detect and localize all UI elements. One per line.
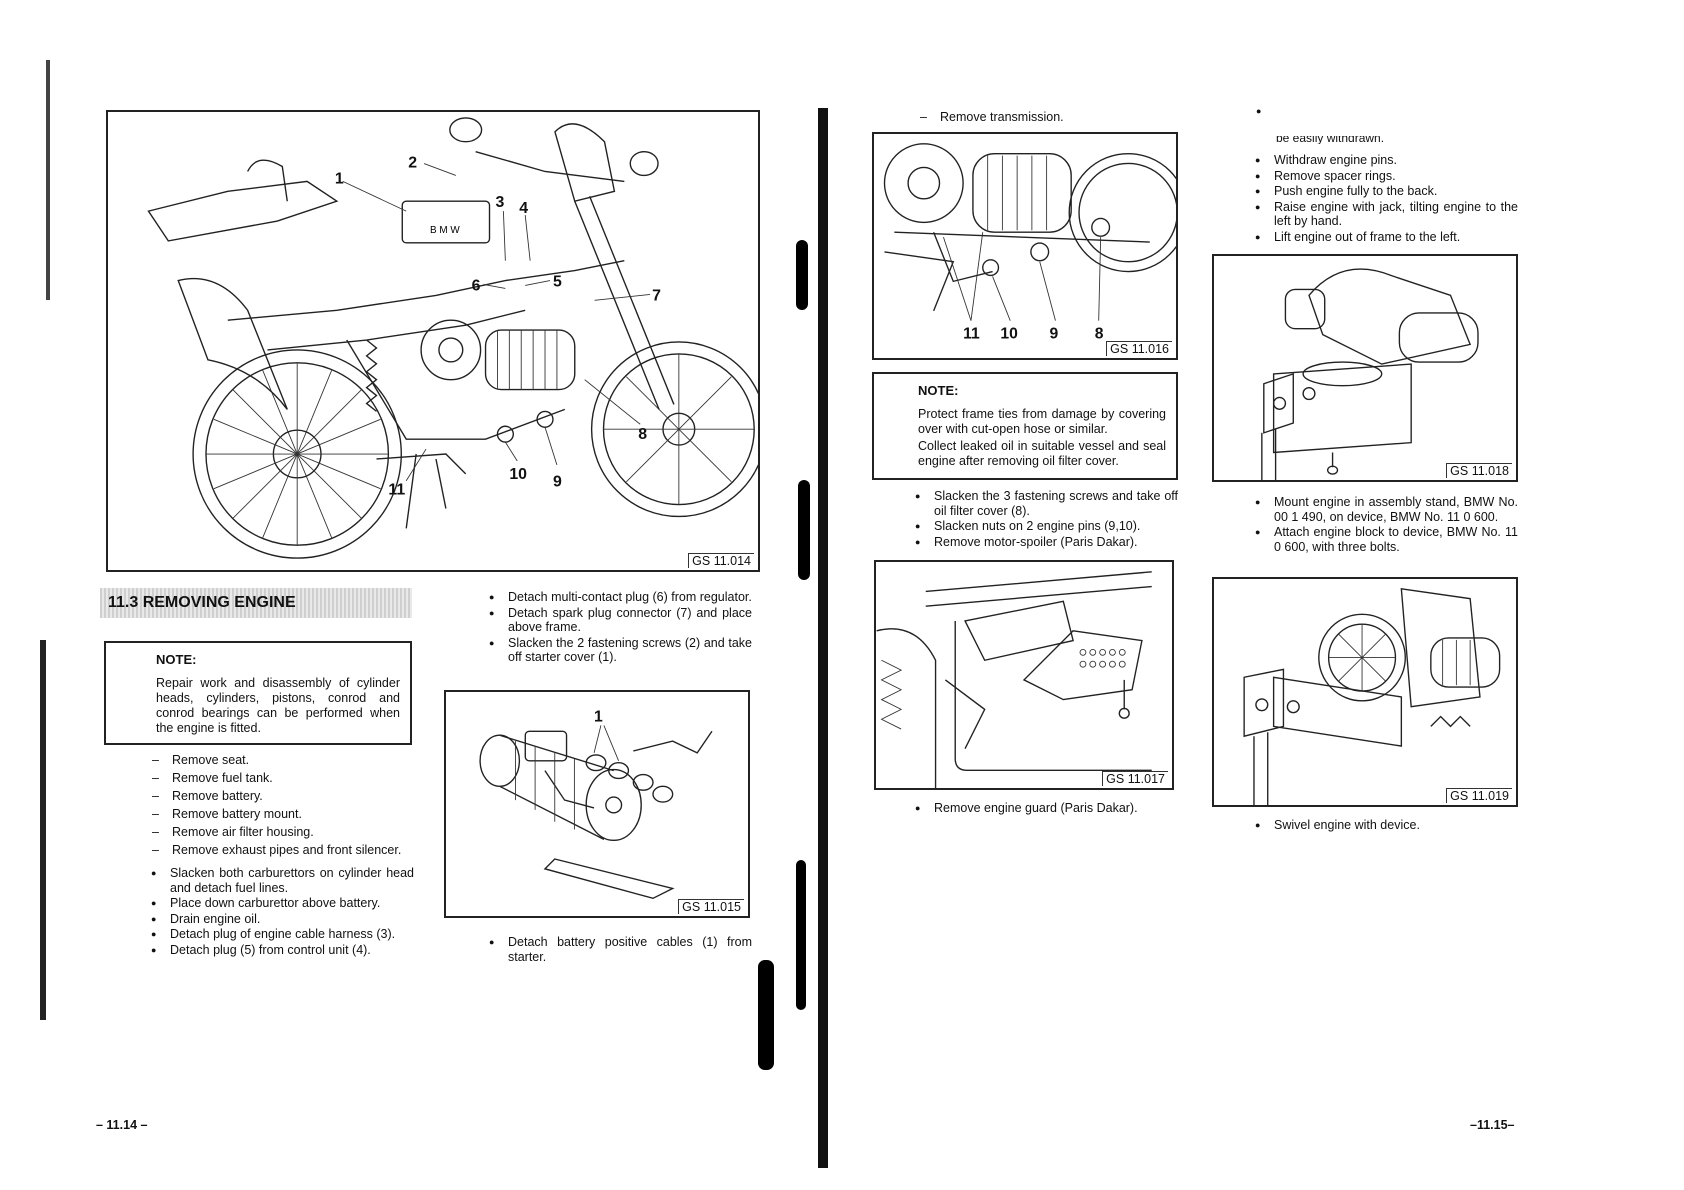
engine-pins-drawing: 11 10 9 8 <box>883 143 1176 342</box>
callout-6: 6 <box>472 277 481 294</box>
motorcycle-drawing: B M W <box>147 117 758 559</box>
page-number: – 11.14 – <box>96 1118 148 1132</box>
removal-steps-col2-mid: Mount engine in assembly stand, BMW No. … <box>1254 495 1518 555</box>
list-item: Remove motor-spoiler (Paris Dakar). <box>914 535 1178 550</box>
callout-2: 2 <box>408 155 417 172</box>
removal-steps-right-top: Detach multi-contact plug (6) from regul… <box>488 590 752 666</box>
list-item: Remove fuel tank. <box>152 771 414 786</box>
list-item: Remove seat. <box>152 753 414 768</box>
figure-caption: GS 11.017 <box>1102 771 1168 786</box>
callout-10: 10 <box>1000 325 1018 342</box>
list-item: Remove engine guard (Paris Dakar). <box>914 801 1178 816</box>
note-text-line: Protect frame ties from damage by coveri… <box>918 407 1166 436</box>
list-item: Attach engine block to device, BMW No. 1… <box>1254 525 1518 554</box>
scan-spine-shadow <box>818 108 828 1168</box>
engine-guard-drawing <box>876 571 1152 788</box>
callout-1: 1 <box>594 708 603 725</box>
list-item: Slacken both carburettors on cylinder he… <box>150 866 414 895</box>
figure-assembly-stand: GS 11.018 <box>1212 254 1518 482</box>
partial-text-line: be easily withdrawn. <box>1276 136 1385 144</box>
removal-steps-bullet: Slacken both carburettors on cylinder he… <box>150 866 414 958</box>
list-item: Detach multi-contact plug (6) from regul… <box>488 590 752 605</box>
figure-engine-on-device: GS 11.019 <box>1212 577 1518 807</box>
callout-11: 11 <box>388 482 405 499</box>
figure-engine-pins: 11 10 9 8 GS 11.016 <box>872 132 1178 360</box>
page-number: –11.15– <box>1470 1118 1515 1132</box>
engine-on-device-drawing <box>1243 588 1501 805</box>
list-item: Place down carburettor above battery. <box>150 896 414 911</box>
list-item: Remove air filter housing. <box>152 825 414 840</box>
figure-motorcycle-overview: B M W <box>106 110 760 572</box>
figure-caption: GS 11.014 <box>688 553 754 568</box>
list-item: Raise engine with jack, tilting engine t… <box>1254 200 1518 229</box>
step-swivel-engine: Swivel engine with device. <box>1254 818 1518 834</box>
callout-9: 9 <box>553 474 562 491</box>
callout-8: 8 <box>638 426 647 443</box>
list-item: Remove exhaust pipes and front silencer. <box>152 843 414 858</box>
list-item: Drain engine oil. <box>150 912 414 927</box>
figure-engine-guard: GS 11.017 <box>874 560 1174 790</box>
list-item: Remove spacer rings. <box>1254 169 1518 184</box>
bullet-fragment: ● <box>1256 106 1262 116</box>
callout-9: 9 <box>1050 325 1059 342</box>
figure-caption: GS 11.016 <box>1106 341 1172 356</box>
list-item: Detach spark plug connector (7) and plac… <box>488 606 752 635</box>
scan-spine-blot-3 <box>758 960 774 1070</box>
list-item: Lift engine out of frame to the left. <box>1254 230 1518 245</box>
assembly-stand-drawing <box>1261 268 1479 480</box>
note-text: Repair work and disassembly of cylinder … <box>156 676 400 735</box>
removal-steps-dash: Remove seat. Remove fuel tank. Remove ba… <box>152 753 414 861</box>
list-item: Slacken the 3 fastening screws and take … <box>914 489 1178 518</box>
step-remove-transmission: Remove transmission. <box>920 110 1180 128</box>
removal-steps-col2-top: Withdraw engine pins. Remove spacer ring… <box>1254 153 1518 245</box>
list-item: Swivel engine with device. <box>1254 818 1518 833</box>
callout-3: 3 <box>495 194 504 211</box>
scan-spine-blot <box>796 240 808 310</box>
list-item: Detach battery positive cables (1) from … <box>488 935 752 964</box>
list-item: Slacken nuts on 2 engine pins (9,10). <box>914 519 1178 534</box>
callout-10: 10 <box>509 466 527 483</box>
step-battery-cables: Detach battery positive cables (1) from … <box>488 935 752 965</box>
figure-caption: GS 11.018 <box>1446 463 1512 478</box>
list-item: Push engine fully to the back. <box>1254 184 1518 199</box>
callout-7: 7 <box>652 287 661 304</box>
note-title: NOTE: <box>918 383 959 398</box>
scan-binding-shadow-left <box>46 60 50 300</box>
list-item: Mount engine in assembly stand, BMW No. … <box>1254 495 1518 524</box>
figure-caption: GS 11.015 <box>678 899 744 914</box>
scan-spine-blot-2 <box>798 480 810 580</box>
list-item: Slacken the 2 fastening screws (2) and t… <box>488 636 752 665</box>
list-item: Remove battery mount. <box>152 807 414 822</box>
callout-8: 8 <box>1095 325 1104 342</box>
callout-11: 11 <box>963 325 980 342</box>
note-box: NOTE: Repair work and disassembly of cyl… <box>104 641 412 745</box>
tank-brand-label: B M W <box>430 225 460 236</box>
list-item: Remove transmission. <box>920 110 1180 125</box>
figure-caption: GS 11.019 <box>1446 788 1512 803</box>
list-item: Withdraw engine pins. <box>1254 153 1518 168</box>
note-box-frame: NOTE: Protect frame ties from damage by … <box>872 372 1178 480</box>
scan-spine-blot-4 <box>796 860 806 1010</box>
scan-binding-shadow-left-2 <box>40 640 46 1020</box>
step-engine-guard: Remove engine guard (Paris Dakar). <box>914 801 1178 817</box>
callout-1: 1 <box>335 170 344 187</box>
callout-4: 4 <box>519 200 528 217</box>
callout-5: 5 <box>553 273 562 290</box>
list-item: Detach plug (5) from control unit (4). <box>150 943 414 958</box>
note-text-line: Collect leaked oil in suitable vessel an… <box>918 439 1166 468</box>
list-item: Detach plug of engine cable harness (3). <box>150 927 414 942</box>
starter-drawing: 1 <box>479 708 713 900</box>
section-heading: 11.3 REMOVING ENGINE <box>100 588 412 618</box>
note-title: NOTE: <box>156 652 197 667</box>
figure-starter: 1 GS 11.015 <box>444 690 750 918</box>
list-item: Remove battery. <box>152 789 414 804</box>
removal-steps-mid: Slacken the 3 fastening screws and take … <box>914 489 1178 550</box>
